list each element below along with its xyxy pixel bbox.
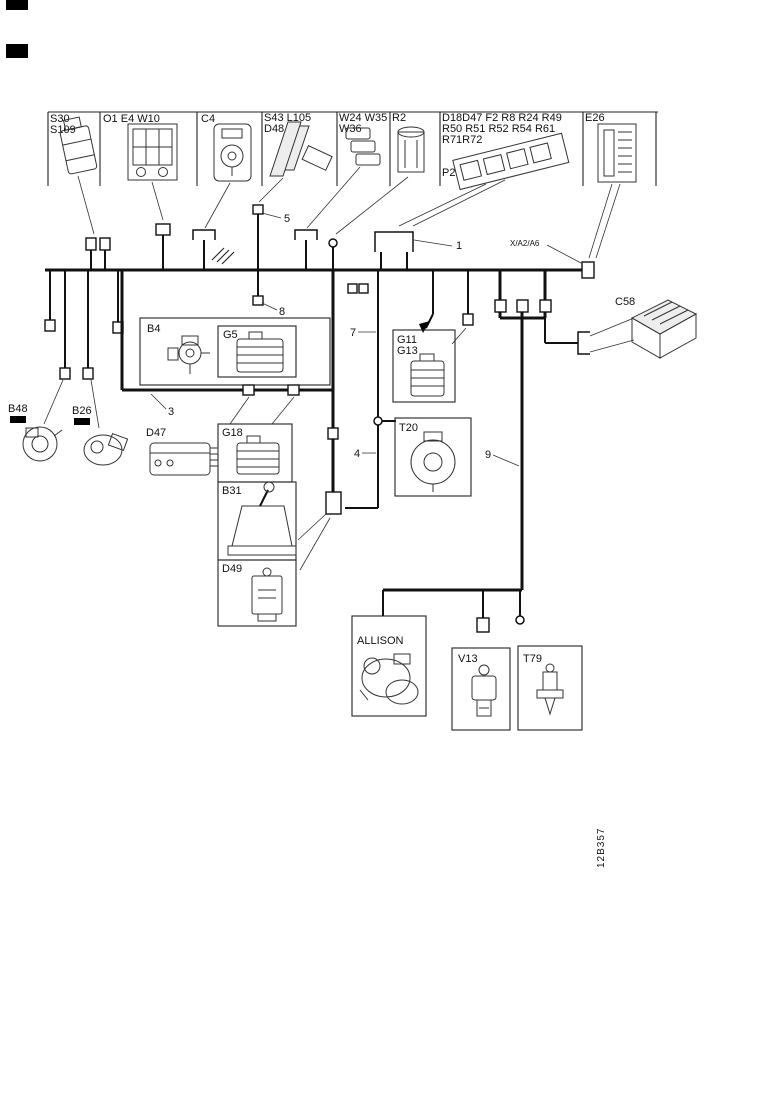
w24-w35-w36-glyph [345, 127, 381, 166]
label-s109: S109 [50, 124, 76, 136]
allison-transmission-glyph [359, 653, 419, 705]
wire-number-labels: 5 1 8 7 3 4 9 X/A2/A6 [150, 212, 582, 467]
label-relay-row1: D18D47 F2 R8 R24 R49 [442, 112, 562, 124]
component-c58: C58 [615, 296, 698, 359]
component-d47-g18-box: D47 G18 [146, 423, 293, 483]
label-allison: ALLISON [357, 635, 404, 647]
component-b4-g5-box: B4 G5 [139, 317, 331, 386]
wire-label-4: 4 [354, 448, 360, 460]
label-c4: C4 [201, 113, 215, 125]
label-r2: R2 [392, 112, 406, 124]
o1-e4-w10-module-glyph [127, 123, 178, 181]
component-t20-box: T20 [394, 417, 472, 497]
component-b26: B26 [72, 405, 129, 466]
g11-glyph [410, 353, 445, 397]
wire-label-7: 7 [350, 327, 356, 339]
harness-wiring [43, 204, 635, 633]
b4-valve-glyph [167, 335, 210, 374]
d47-glyph [149, 442, 219, 476]
label-b31: B31 [222, 485, 242, 497]
wire-label-8: 8 [279, 306, 285, 318]
wire-label-1: 1 [456, 240, 462, 252]
label-t79: T79 [523, 653, 542, 665]
doc-number: 12B357 [596, 828, 607, 868]
t79-sensor-glyph [536, 663, 564, 716]
r2-relay-glyph [397, 126, 425, 173]
label-v13: V13 [458, 653, 478, 665]
label-g11: G11 [397, 334, 417, 346]
s43-l105-d48-glyph [269, 121, 333, 177]
label-s43-l105: S43 L105 [264, 112, 311, 124]
label-relay-row3: R71R72 [442, 134, 482, 146]
b31-shifter-glyph [227, 481, 297, 556]
component-v13-box: V13 [451, 647, 511, 731]
label-relay-row2: R50 R51 R52 R54 R61 [442, 123, 555, 135]
label-w24-w35: W24 W35 [339, 112, 387, 124]
v13-valve-glyph [471, 664, 497, 717]
g18-glyph [236, 435, 280, 475]
g5-glyph [236, 331, 284, 373]
relay-board-glyph [452, 132, 570, 191]
label-o1-e4-w10: O1 E4 W10 [103, 113, 160, 125]
e26-ecu-glyph [597, 123, 637, 183]
d49-solenoid-glyph [251, 567, 283, 622]
label-c58: C58 [615, 296, 635, 308]
ground-hatch [211, 247, 235, 265]
s30-connector-glyph [59, 116, 98, 175]
upper-stubs [85, 204, 595, 279]
page-marks [6, 0, 28, 58]
connector-code-label: X/A2/A6 [510, 239, 540, 248]
c4-glyph [213, 123, 252, 182]
legend-dividers [47, 112, 657, 186]
bottom-branch-wires [382, 588, 525, 633]
label-w36: W36 [339, 123, 362, 135]
label-b26: B26 [72, 405, 92, 417]
label-t20: T20 [399, 422, 418, 434]
wire-label-9: 9 [485, 449, 491, 461]
component-g11-g13-box: G11 G13 [392, 329, 456, 403]
b4-g5-feed-wires [120, 270, 369, 425]
label-g18: G18 [222, 427, 243, 439]
wire-label-3: 3 [168, 406, 174, 418]
center-vertical-wires [297, 270, 396, 571]
label-d48: D48 [264, 123, 284, 135]
component-t79-box: T79 [517, 645, 583, 731]
label-d49: D49 [222, 563, 242, 575]
right-connector-block [494, 270, 635, 590]
component-allison-box: ALLISON [351, 615, 427, 717]
label-b48: B48 [8, 403, 28, 415]
label-d47: D47 [146, 427, 166, 439]
component-b48: B48 [8, 403, 63, 462]
header-legend: S30 S109 O1 E4 W10 C4 S43 L105 D48 W24 W… [47, 111, 658, 259]
wire-label-5: 5 [284, 213, 290, 225]
legend-leader-lines [77, 166, 621, 259]
label-p2: P2 [442, 167, 455, 179]
left-branch-wires [43, 270, 124, 429]
label-e26: E26 [585, 112, 605, 124]
t20-sensor-glyph [410, 431, 456, 492]
component-b31-box: B31 [217, 481, 297, 561]
label-g5: G5 [223, 329, 238, 341]
g11-feed-wire [419, 270, 474, 345]
component-d49-box: D49 [217, 559, 297, 627]
label-g13: G13 [397, 345, 418, 357]
label-b4: B4 [147, 323, 160, 335]
label-s30: S30 [50, 113, 70, 125]
